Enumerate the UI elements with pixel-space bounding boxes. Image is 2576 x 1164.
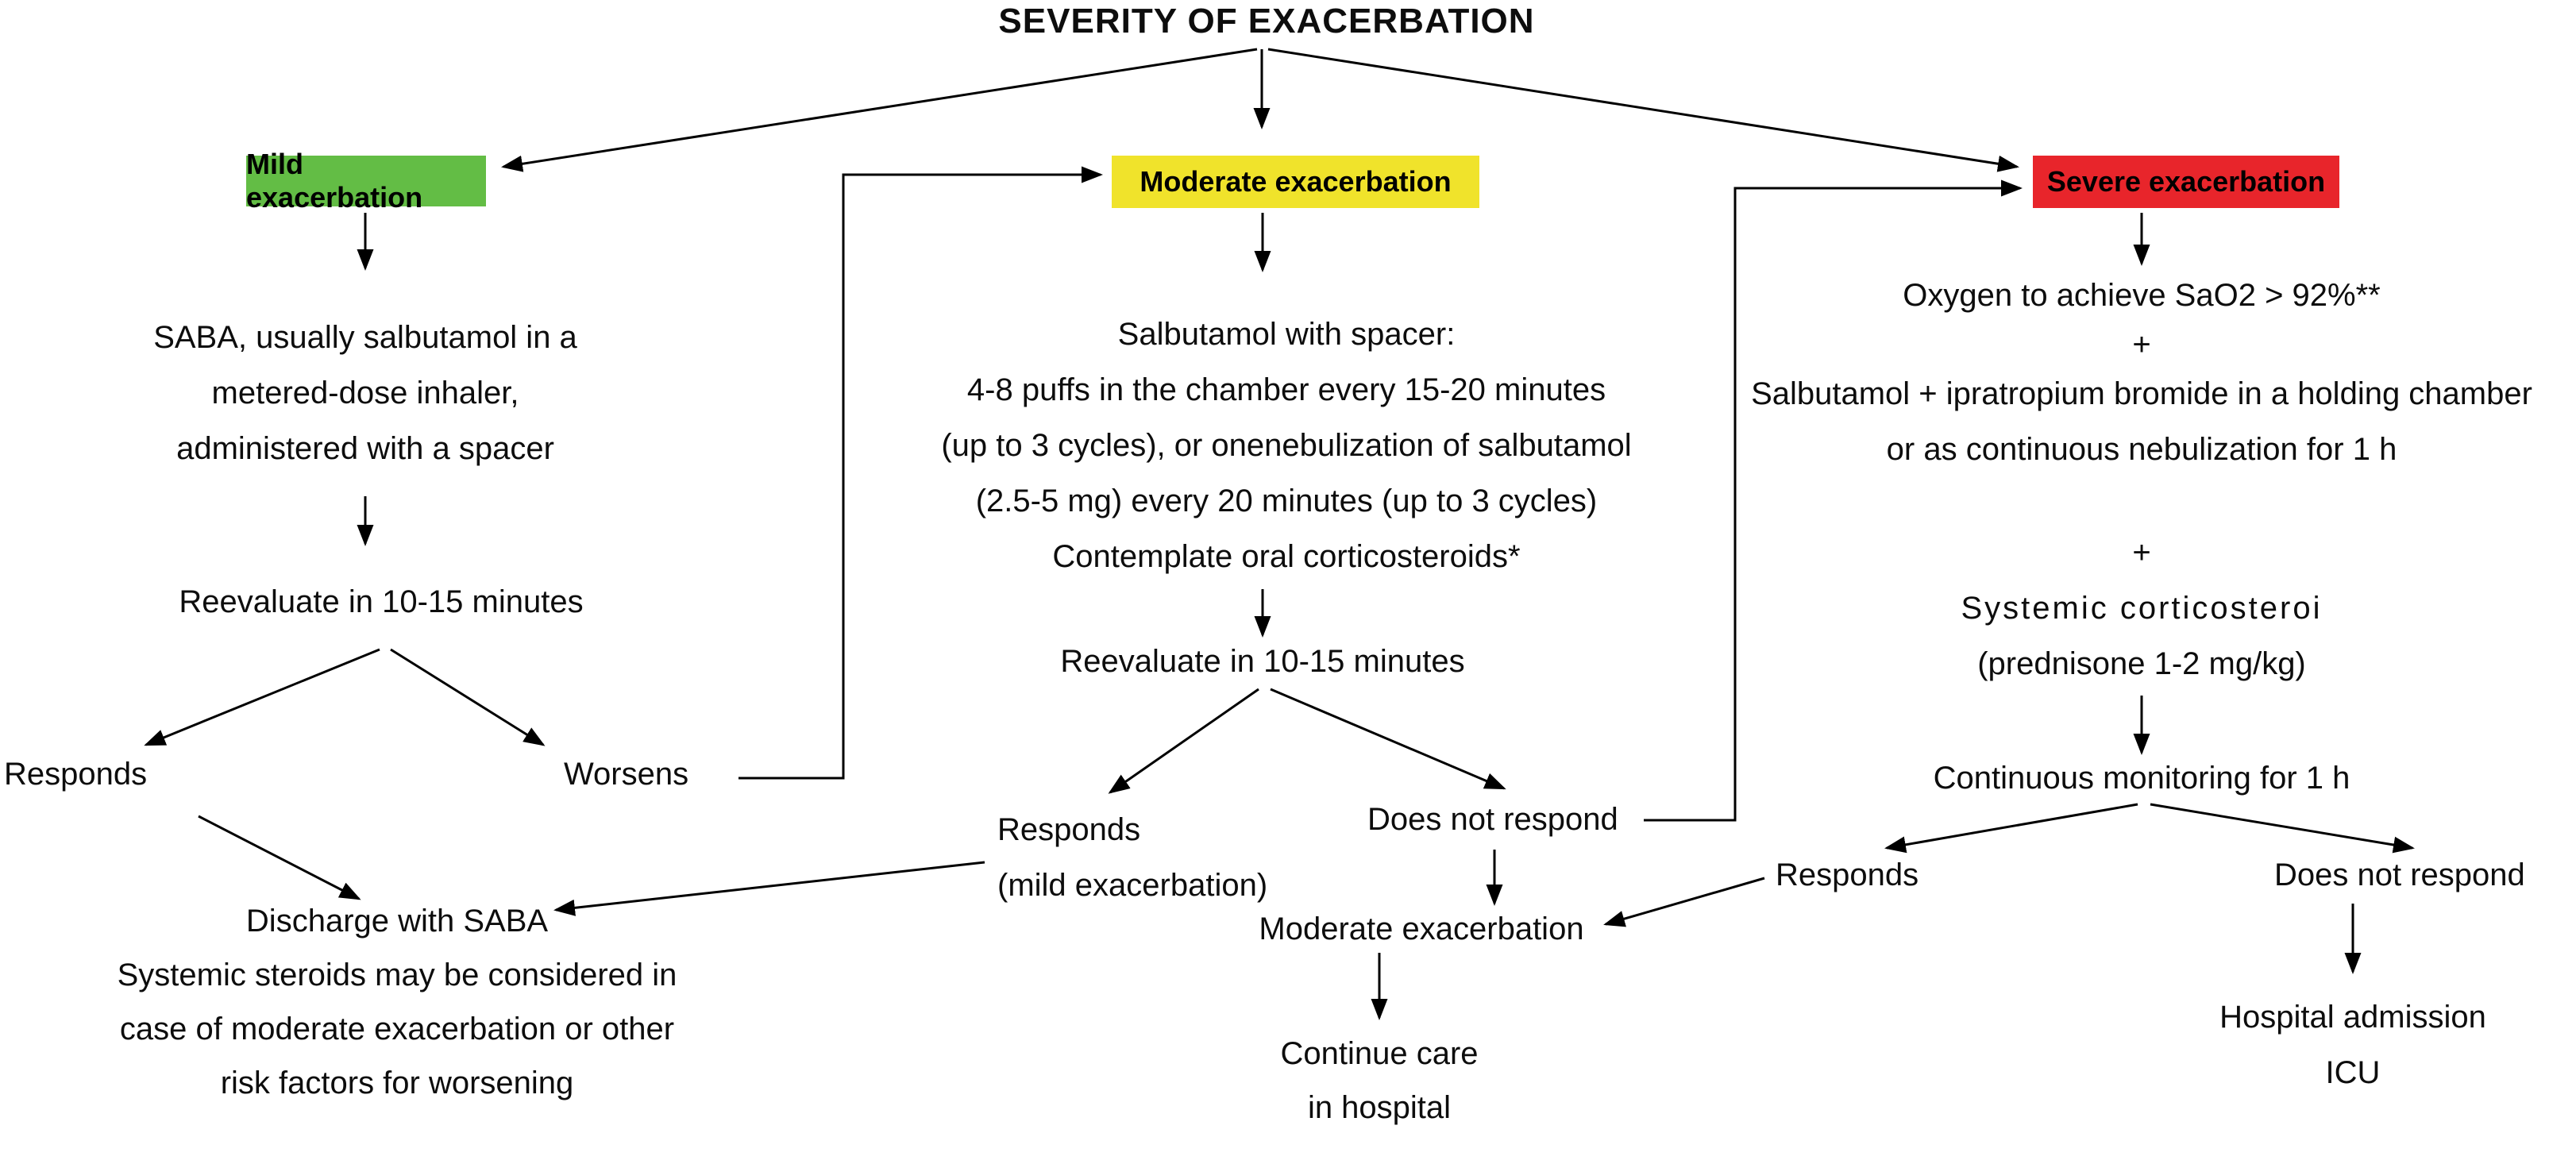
mild-worsens-label: Worsens bbox=[564, 757, 689, 792]
arrow-mild-responds-to-discharge bbox=[553, 861, 985, 916]
hospital-admission-line: ICU bbox=[2325, 1055, 2381, 1090]
mild-exacerbation-box: Mild exacerbation bbox=[246, 148, 486, 214]
discharge-line: risk factors for worsening bbox=[220, 1066, 574, 1100]
severe-plus-sign: + bbox=[2132, 327, 2151, 362]
severe-steroid-line: Systemic corticosteroi bbox=[1961, 591, 2323, 626]
moderate-treatment-line: Salbutamol with spacer: bbox=[1117, 317, 1456, 352]
discharge-line: case of moderate exacerbation or other bbox=[119, 1012, 675, 1046]
arrow-responds-to-discharge bbox=[198, 815, 361, 900]
mild-reevaluate-text: Reevaluate in 10-15 minutes bbox=[179, 584, 584, 619]
moderate-reevaluate-text: Reevaluate in 10-15 minutes bbox=[1060, 644, 1465, 679]
severe-plus-sign: + bbox=[2132, 535, 2151, 570]
arrow-title-to-severe bbox=[1267, 48, 2019, 172]
connector-worsens-to-moderate-box bbox=[738, 166, 1103, 780]
mild-treatment-line: SABA, usually salbutamol in a bbox=[153, 320, 577, 355]
moderate-exacerbation-box: Moderate exacerbation bbox=[1112, 156, 1479, 208]
moderate-treatment-text: Salbutamol with spacer: 4-8 puffs in the… bbox=[826, 306, 1747, 584]
moderate-responds-line: (mild exacerbation) bbox=[997, 868, 1268, 903]
continue-care-line: Continue care bbox=[1280, 1036, 1479, 1071]
moderate-responds-label: Responds (mild exacerbation) bbox=[997, 802, 1267, 913]
severe-bronchodilator-line: Salbutamol + ipratropium bromide in a ho… bbox=[1751, 376, 2532, 411]
arrow-reevaluate-mild-to-responds bbox=[144, 648, 380, 746]
moderate-treatment-line: 4-8 puffs in the chamber every 15-20 min… bbox=[966, 372, 1606, 407]
severe-bronchodilator-line: or as continuous nebulization for 1 h bbox=[1886, 432, 2397, 467]
severe-does-not-respond-label: Does not respond bbox=[2274, 858, 2525, 892]
discharge-line: Discharge with SABA bbox=[245, 904, 549, 939]
continue-care-line: in hospital bbox=[1307, 1090, 1452, 1125]
hospital-admission-line: Hospital admission bbox=[2219, 1000, 2486, 1035]
discharge-line: Systemic steroids may be considered in bbox=[117, 958, 677, 992]
discharge-text: Discharge with SABA Systemic steroids ma… bbox=[28, 894, 766, 1110]
arrow-monitoring-to-does-not-respond bbox=[2150, 803, 2415, 854]
moderate-treatment-line: Contemplate oral corticosteroids* bbox=[1052, 539, 1521, 574]
continue-care-text: Continue care in hospital bbox=[1221, 1027, 1538, 1135]
mild-treatment-line: administered with a spacer bbox=[176, 431, 554, 466]
moderate-responds-line: Responds bbox=[997, 812, 1141, 847]
mild-treatment-text: SABA, usually salbutamol in a metered-do… bbox=[40, 310, 691, 476]
moderate-does-not-respond-label: Does not respond bbox=[1367, 802, 1618, 837]
page-title: SEVERITY OF EXACERBATION bbox=[998, 2, 1535, 40]
moderate-treatment-line: (up to 3 cycles), or onenebulization of … bbox=[941, 428, 1632, 463]
moderate-treatment-line: (2.5-5 mg) every 20 minutes (up to 3 cyc… bbox=[975, 484, 1598, 518]
arrow-title-to-mild bbox=[501, 48, 1258, 172]
arrow-reevaluate-mod-to-does-not-respond bbox=[1270, 688, 1506, 790]
moderate-downgrade-label: Moderate exacerbation bbox=[1259, 912, 1584, 946]
mild-treatment-line: metered-dose inhaler, bbox=[211, 376, 519, 410]
arrow-reevaluate-mild-to-worsens bbox=[390, 648, 546, 746]
severe-steroid-line: (prednisone 1-2 mg/kg) bbox=[1977, 646, 2306, 681]
arrow-monitoring-to-responds bbox=[1884, 803, 2138, 854]
arrow-reevaluate-mod-to-responds bbox=[1108, 688, 1259, 794]
hospital-admission-text: Hospital admission ICU bbox=[2154, 989, 2551, 1100]
severe-oxygen-text: Oxygen to achieve SaO2 > 92%** bbox=[1903, 278, 2381, 313]
severe-exacerbation-box: Severe exacerbation bbox=[2033, 156, 2339, 208]
connector-does-not-respond-to-severe-box bbox=[1644, 179, 2023, 822]
mild-responds-label: Responds bbox=[4, 757, 148, 792]
severe-responds-label: Responds bbox=[1776, 858, 1919, 892]
severe-monitoring-text: Continuous monitoring for 1 h bbox=[1933, 761, 2350, 796]
arrow-severe-responds-to-moderate bbox=[1603, 877, 1765, 927]
